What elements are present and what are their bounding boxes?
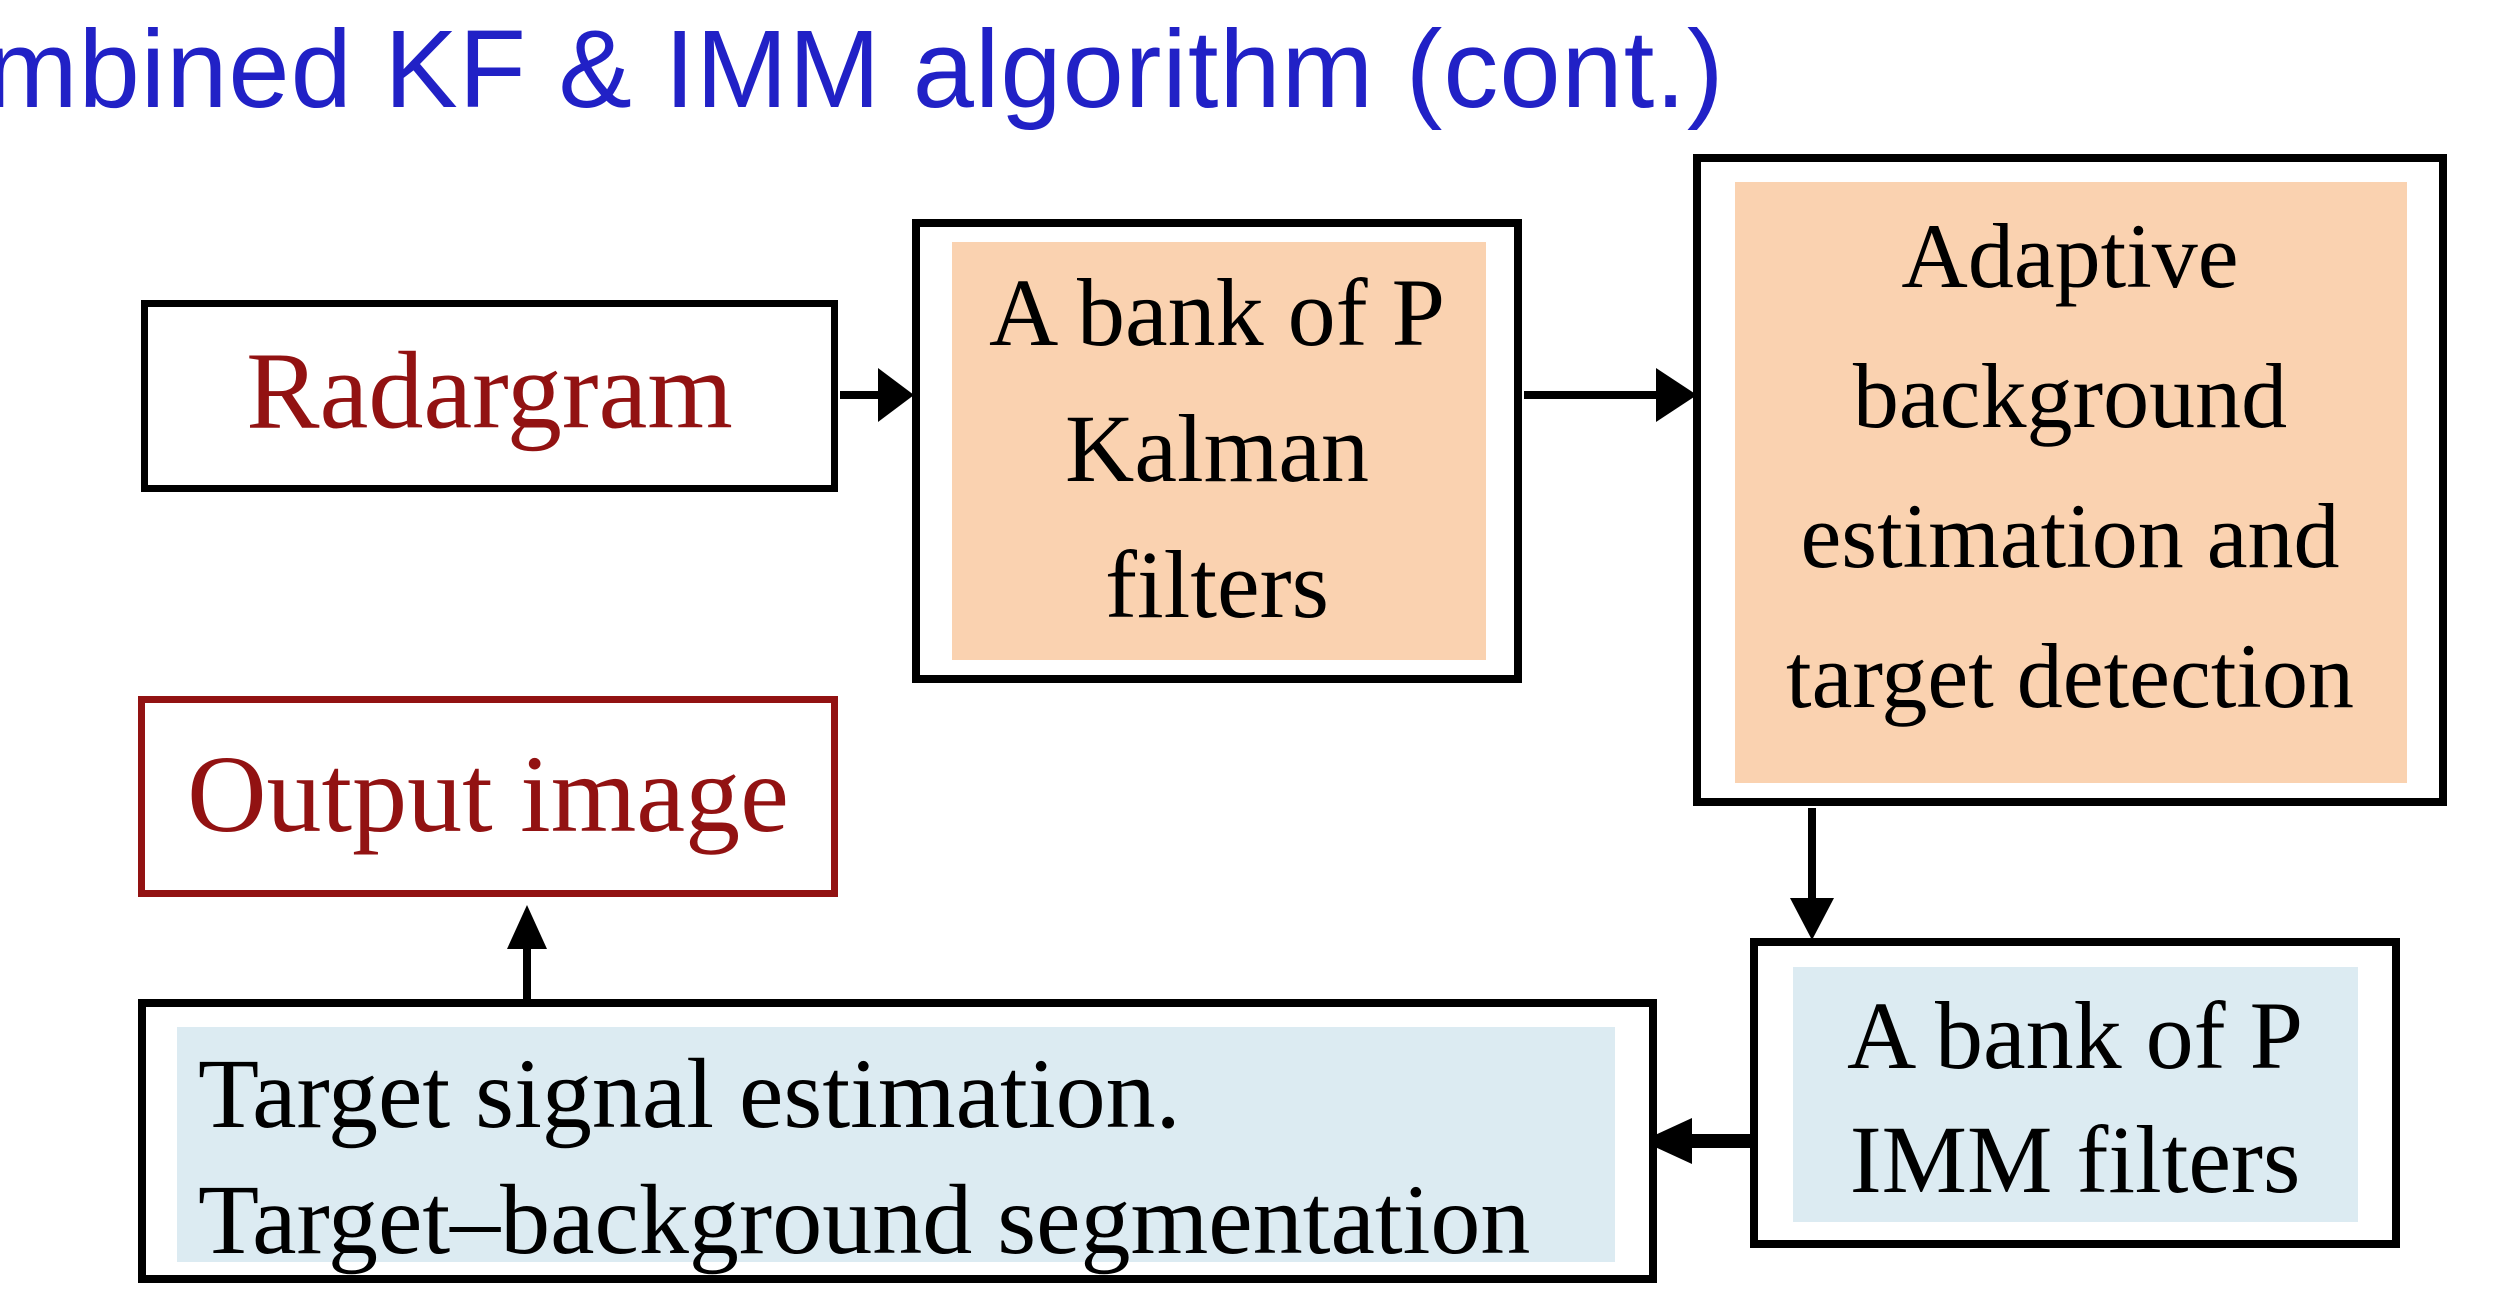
node-target-estimation-fill [177,1027,1615,1262]
node-target-estimation-label: Target signal estimation. Target–backgro… [198,1031,1530,1283]
slide-title: mbined KF & IMM algorithm (cont.) [0,8,1725,131]
node-kalman-bank-line: A bank of P [989,259,1445,366]
node-output-image: Output image [138,696,838,897]
node-kalman-bank-line: filters [1105,531,1329,638]
node-radargram-label: Radargram [148,327,831,454]
node-kalman-bank-fill [952,242,1486,660]
node-adaptive-background-line: background [1852,345,2288,447]
node-imm-bank-label: A bank of P IMM filters [1758,974,2392,1222]
node-target-estimation-line: Target–background segmentation [198,1164,1531,1275]
node-radargram-line: Radargram [246,329,733,452]
node-target-estimation-line: Target signal estimation. [198,1038,1181,1149]
node-adaptive-background-line: Adaptive [1901,205,2239,307]
node-imm-bank-line: A bank of P [1847,982,2303,1089]
arrow-adaptive-to-imm [1790,808,1834,940]
node-output-image-label: Output image [145,730,831,857]
node-radargram: Radargram [141,300,838,492]
node-target-estimation: Target signal estimation. Target–backgro… [138,999,1657,1283]
node-adaptive-background-line: target detection [1786,625,2354,727]
node-adaptive-background-line: estimation and [1800,485,2340,587]
arrow-radargram-to-kalman [840,368,914,422]
node-kalman-bank: A bank of P Kalman filters [912,219,1522,683]
node-kalman-bank-line: Kalman [1065,395,1369,502]
node-imm-bank-line: IMM filters [1849,1106,2301,1213]
node-imm-bank: A bank of P IMM filters [1750,938,2400,1248]
arrow-imm-to-target [1642,1118,1752,1164]
node-output-image-line: Output image [187,732,789,855]
node-kalman-bank-label: A bank of P Kalman filters [920,245,1514,653]
arrow-target-to-output [507,905,547,1001]
arrow-kalman-to-adaptive [1524,368,1697,422]
node-adaptive-background-fill [1735,182,2407,783]
node-adaptive-background-label: Adaptive background estimation and targe… [1701,186,2439,746]
node-adaptive-background: Adaptive background estimation and targe… [1693,154,2447,806]
node-imm-bank-fill [1793,967,2358,1222]
